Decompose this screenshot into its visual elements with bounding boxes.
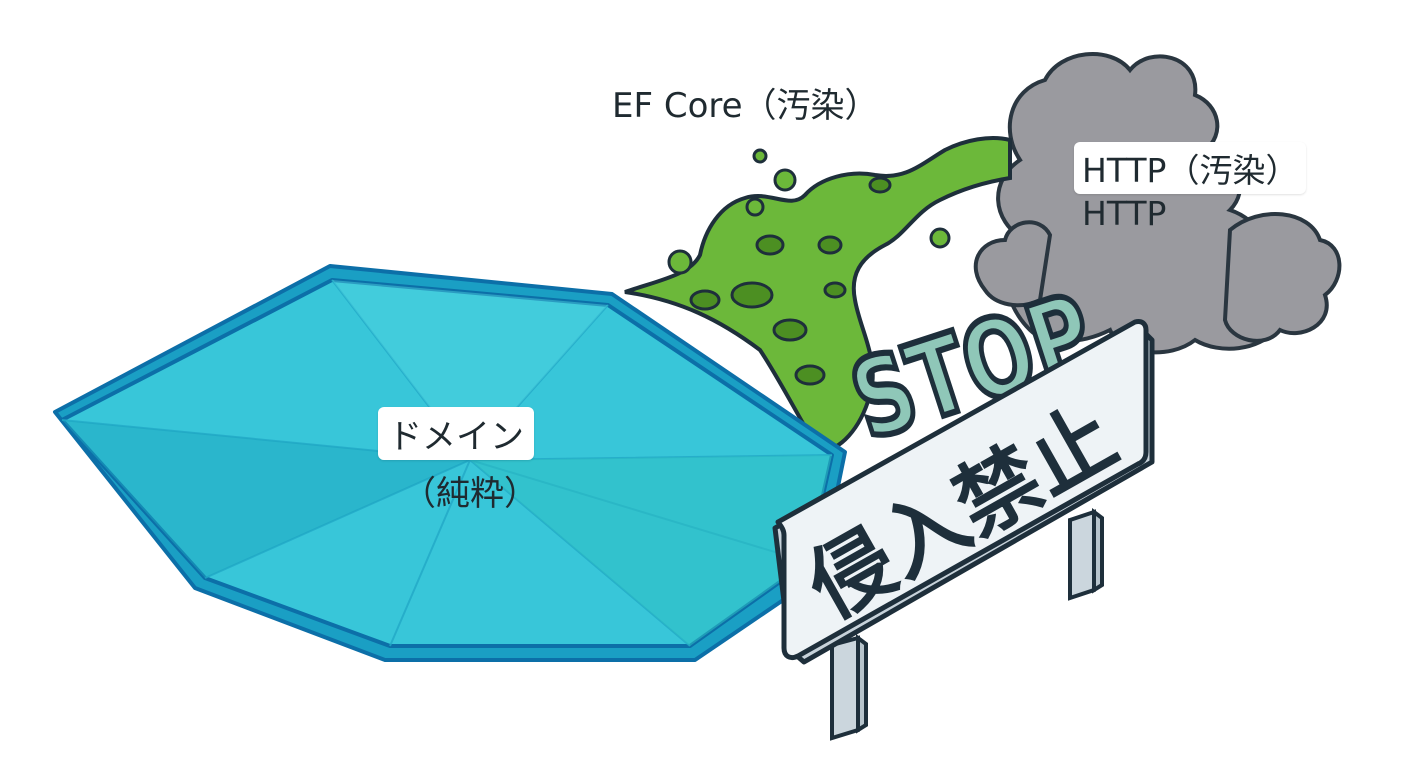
domain-label: ドメイン — [378, 407, 534, 460]
http-label: HTTP — [1082, 194, 1167, 233]
pure-label: （純粋） — [402, 474, 538, 514]
sign-posts — [830, 508, 1104, 741]
domain-crystal — [53, 264, 847, 662]
http-polluted-label: HTTP（汚染） — [1074, 142, 1307, 194]
ef-core-label: EF Core（汚染） — [612, 86, 879, 126]
smoke-cloud — [973, 52, 1342, 355]
